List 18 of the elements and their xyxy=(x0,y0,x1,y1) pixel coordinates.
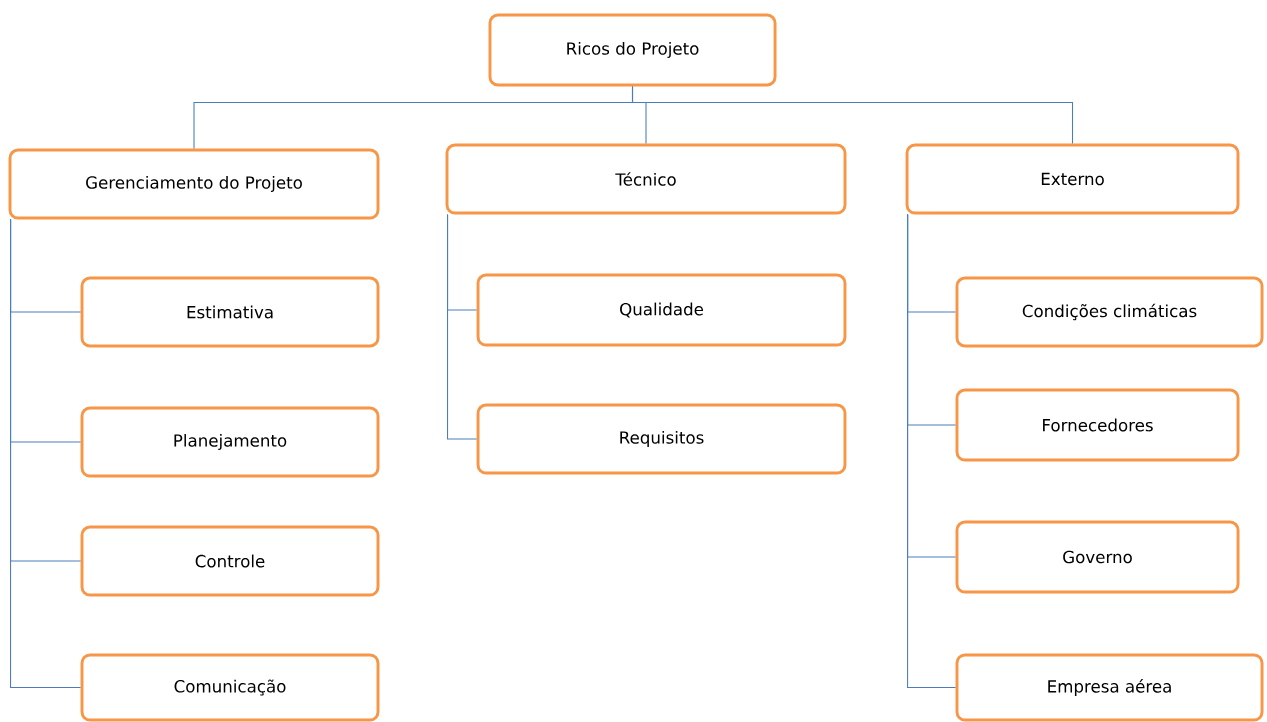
connector-line xyxy=(447,213,478,440)
category-box: Comunicação xyxy=(80,653,380,722)
category-box: Qualidade xyxy=(476,273,847,347)
category-box: Ricos do Projeto xyxy=(488,13,777,87)
category-box: Técnico xyxy=(445,143,847,215)
category-box: Governo xyxy=(955,520,1240,594)
category-box: Fornecedores xyxy=(955,388,1240,462)
connector-line xyxy=(907,213,957,689)
connector-line xyxy=(10,218,82,689)
category-box: Controle xyxy=(80,525,380,597)
category-box: Planejamento xyxy=(80,406,380,478)
category-box: Condições climáticas xyxy=(955,276,1264,348)
category-box: Externo xyxy=(905,143,1240,215)
category-box: Requisitos xyxy=(476,403,847,475)
category-box: Gerenciamento do Projeto xyxy=(8,148,380,220)
category-box: Empresa aérea xyxy=(955,653,1264,722)
category-box: Estimativa xyxy=(80,276,380,348)
connector-line xyxy=(631,85,1074,145)
